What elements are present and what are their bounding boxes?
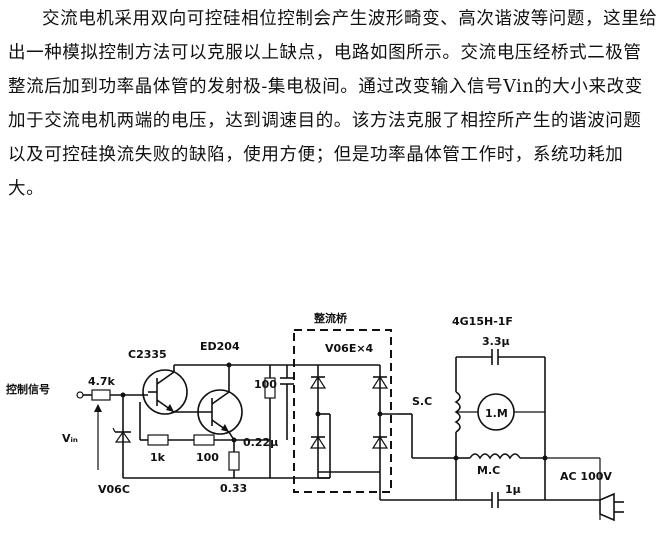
mc-label: M.C — [477, 464, 500, 477]
resistor-0-33 — [228, 451, 240, 471]
bridge-diode-1 — [309, 375, 327, 389]
resistor-100-base — [193, 434, 215, 446]
capacitor-3-3-label: 3.3μ — [482, 335, 510, 348]
bridge-diode-4 — [371, 435, 389, 449]
bridge-rectifier-box — [293, 329, 392, 493]
transistor-c2335 — [142, 369, 188, 415]
ac-label: AC 100V — [560, 470, 612, 483]
zener-diode-v06c — [112, 427, 132, 443]
motor-label: 1.M — [485, 407, 508, 420]
resistor-4-7k — [91, 389, 111, 401]
motor-model-label: 4G15H-1F — [452, 315, 513, 328]
bridge-part-label: V06E×4 — [325, 342, 374, 355]
resistor-1k-label: 1k — [150, 451, 166, 464]
q2-label: ED204 — [200, 340, 240, 353]
bridge-diode-3 — [309, 435, 327, 449]
bridge-diode-2 — [371, 375, 389, 389]
resistor-0-33-label: 0.33 — [220, 482, 247, 495]
bridge-title: 整流桥 — [313, 311, 348, 325]
resistor-100-snubber-label: 100 — [254, 378, 277, 391]
zener-label: V06C — [98, 483, 130, 496]
resistor-1k — [147, 434, 169, 446]
input-terminal — [76, 391, 84, 399]
capacitor-1-label: 1μ — [505, 483, 521, 496]
resistor-4-7k-label: 4.7k — [88, 375, 115, 388]
capacitor-0-22-label: 0.22μ — [243, 436, 278, 449]
ac-plug-icon — [599, 492, 615, 522]
vin-label: Vᵢₙ — [62, 432, 78, 445]
resistor-100-base-label: 100 — [196, 451, 219, 464]
input-signal-label: 控制信号 — [6, 382, 50, 396]
main-coil — [469, 453, 521, 460]
description-paragraph: 交流电机采用双向可控硅相位控制会产生波形畸变、高次谐波等问题，这里给出一种模拟控… — [8, 9, 658, 199]
q1-label: C2335 — [128, 348, 167, 361]
sc-label: S.C — [412, 395, 432, 408]
